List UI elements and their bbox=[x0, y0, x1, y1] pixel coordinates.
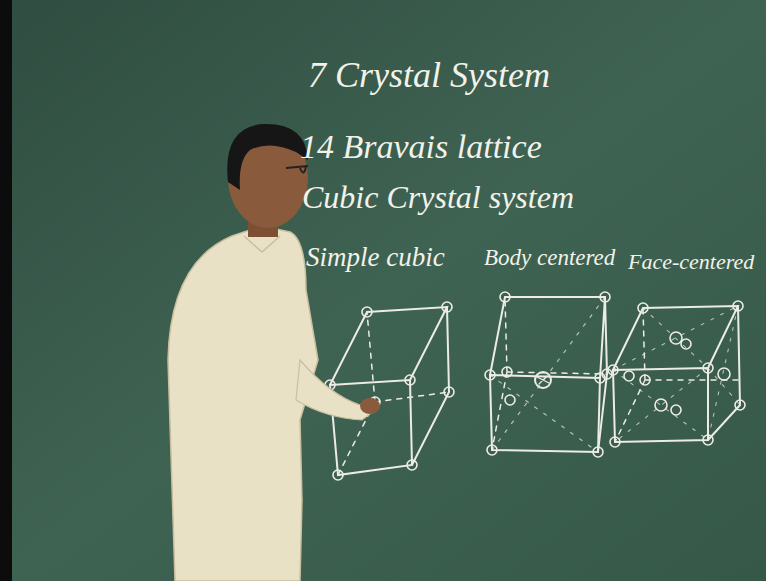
face-centered-cube-part-part bbox=[703, 363, 713, 373]
lecturer-hand bbox=[360, 398, 380, 414]
face-centered-cube-part-part bbox=[640, 375, 650, 385]
face-centered-cube-part bbox=[608, 301, 745, 447]
face-centered-cube-part-part bbox=[733, 301, 743, 311]
lecturer-shirt bbox=[168, 226, 318, 581]
body-centered-cube-part-part bbox=[593, 447, 603, 457]
simple-cubic-cube-part-part bbox=[405, 375, 415, 385]
body-centered-cube-part-part bbox=[502, 367, 512, 377]
face-centered-cube-part bbox=[613, 368, 708, 442]
face-centered-cube-part bbox=[615, 308, 740, 442]
face-centered-cube-part bbox=[624, 332, 730, 415]
body-centered-cube-part bbox=[492, 297, 607, 450]
face-centered-cube-part-part bbox=[735, 400, 745, 410]
body-centered-cube-part bbox=[537, 376, 549, 384]
body-centered-cube-part-part bbox=[485, 370, 495, 380]
face-centered-cube-part-part bbox=[670, 332, 682, 344]
face-centered-cube-part-part bbox=[681, 339, 691, 349]
simple-cubic-cube bbox=[325, 302, 454, 480]
simple-cubic-cube-part-part bbox=[442, 302, 452, 312]
body-centered-cube-part bbox=[535, 372, 551, 388]
body-centered-cube-part-part bbox=[600, 292, 610, 302]
cube-label: Body centered bbox=[484, 245, 615, 270]
face-centered-cube-part-part bbox=[703, 435, 713, 445]
face-centered-cube-part-part bbox=[671, 405, 681, 415]
simple-cubic-cube-part bbox=[330, 307, 449, 465]
body-centered-cube-part-part bbox=[487, 445, 497, 455]
simple-cubic-cube-part-part bbox=[407, 460, 417, 470]
simple-cubic-cube-part-part bbox=[333, 470, 343, 480]
simple-cubic-cube-part bbox=[330, 380, 412, 475]
body-centered-cube-part-part bbox=[500, 292, 510, 302]
cube-label: Face-centered bbox=[628, 250, 754, 274]
body-centered-cube bbox=[485, 292, 612, 457]
board-edge bbox=[0, 0, 12, 581]
body-centered-cube-part-part bbox=[505, 395, 515, 405]
face-centered-cube-part bbox=[613, 306, 740, 442]
lecturer-glasses bbox=[286, 166, 308, 173]
face-centered-cube-part-part bbox=[610, 437, 620, 447]
lecturer-collar bbox=[244, 236, 280, 252]
lecturer-hair bbox=[227, 124, 308, 190]
face-centered-cube-part-part bbox=[655, 399, 667, 411]
simple-cubic-cube-part bbox=[338, 312, 449, 475]
simple-cubic-cube-part-part bbox=[362, 307, 372, 317]
heading-text: 14 Bravais lattice bbox=[300, 128, 542, 165]
face-centered-cube-part bbox=[613, 306, 740, 440]
body-centered-cube-part bbox=[490, 297, 605, 452]
face-centered-cube-part-part bbox=[638, 303, 648, 313]
simple-cubic-cube-part-part bbox=[444, 387, 454, 397]
cube-label: Simple cubic bbox=[306, 243, 445, 273]
simple-cubic-cube-part bbox=[325, 302, 454, 480]
heading-text: Cubic Crystal system bbox=[302, 180, 574, 215]
face-centered-cube-part-part bbox=[718, 368, 730, 380]
heading-text: 7 Crystal System bbox=[308, 56, 550, 96]
body-centered-cube-part bbox=[490, 297, 607, 452]
body-centered-cube-part bbox=[485, 292, 612, 457]
face-centered-cube-part-part bbox=[608, 365, 618, 375]
face-centered-cube-part-part bbox=[624, 371, 634, 381]
face-centered-cube bbox=[608, 301, 745, 447]
